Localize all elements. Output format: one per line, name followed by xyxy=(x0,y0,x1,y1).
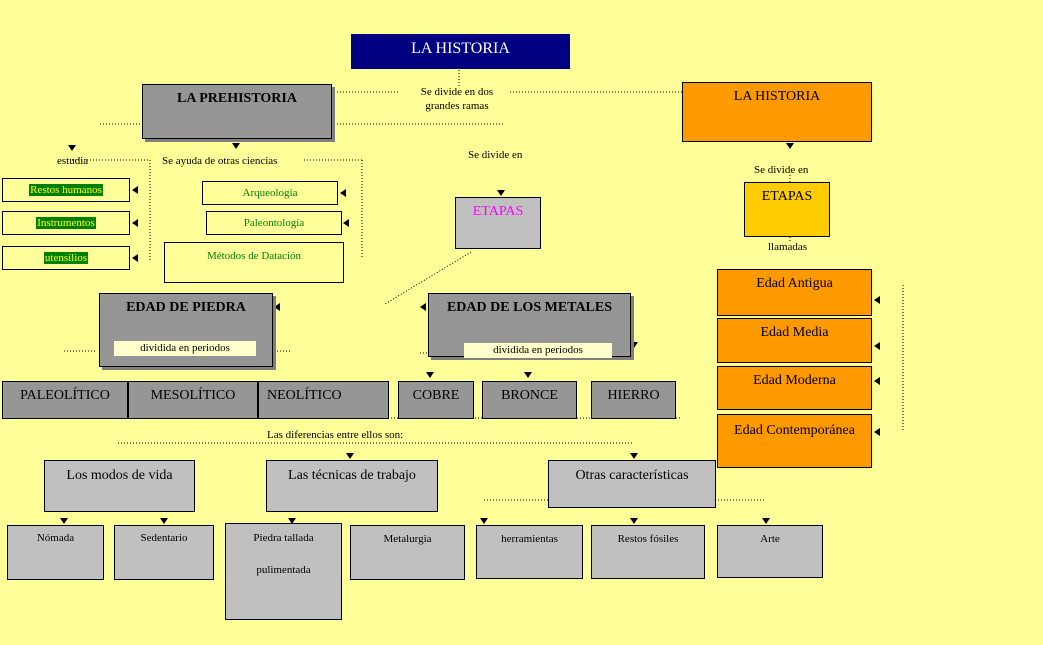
title-box: LA HISTORIA xyxy=(351,34,570,69)
arrow-left-icon xyxy=(343,219,349,227)
arrow-down-icon xyxy=(630,453,638,459)
item-pulimentada-label: pulimentada xyxy=(256,564,311,576)
periodo-hierro: HIERRO xyxy=(591,381,676,419)
estudia-item-label: Restos humanos xyxy=(29,184,103,196)
estudia-item-utensilios: utensilios xyxy=(2,246,130,270)
edad-antigua-box: Edad Antigua xyxy=(717,269,872,316)
prehistoria-etapas-box: ETAPAS xyxy=(455,197,541,249)
historia-etapas-box: ETAPAS xyxy=(744,182,830,237)
arrow-down-icon xyxy=(497,190,505,196)
arrow-left-icon xyxy=(874,428,880,436)
arrow-down-icon xyxy=(346,453,354,459)
historia-divide-label: Se divide en xyxy=(754,164,809,176)
arrow-left-icon xyxy=(874,296,880,304)
ciencia-arqueologia: Arqueología xyxy=(202,181,338,205)
item-herramientas: herramientas xyxy=(476,525,583,579)
item-nomada: Nómada xyxy=(7,525,104,580)
estudia-item-label: utensilios xyxy=(43,252,89,264)
otras-caracteristicas-box: Otras características xyxy=(548,460,716,508)
edad-moderna-box: Edad Moderna xyxy=(717,366,872,410)
arrow-left-icon xyxy=(274,303,280,311)
edad-piedra-subtitle: dividida en periodos xyxy=(114,341,256,356)
arrow-down-icon xyxy=(630,342,638,348)
item-restos-fosiles: Restos fósiles xyxy=(591,525,705,579)
arrow-down-icon xyxy=(160,518,168,524)
arrow-left-icon xyxy=(420,303,426,311)
arrow-down-icon xyxy=(524,372,532,378)
historia-box: LA HISTORIA xyxy=(682,82,872,142)
estudia-item-restos: Restos humanos xyxy=(2,178,130,202)
arrow-left-icon xyxy=(132,186,138,194)
arrow-left-icon xyxy=(874,377,880,385)
arrow-down-icon xyxy=(762,518,770,524)
ciencia-paleontologia: Paleontología xyxy=(206,211,342,235)
prehistoria-divide-label: Se divide en xyxy=(468,149,523,161)
estudia-label: estudia xyxy=(57,155,89,167)
arrow-left-icon xyxy=(132,219,138,227)
arrow-left-icon xyxy=(874,342,880,350)
arrow-down-icon xyxy=(232,143,240,149)
edad-piedra-title: EDAD DE PIEDRA xyxy=(126,300,246,315)
periodo-bronce: BRONCE xyxy=(482,381,577,419)
ciencias-label: Se ayuda de otras ciencias xyxy=(162,155,278,167)
periodo-cobre: COBRE xyxy=(398,381,474,419)
item-sedentario: Sedentario xyxy=(114,525,214,580)
periodo-mesolitico: MESOLÍTICO xyxy=(128,381,258,419)
item-piedra-tallada-label: Piedra tallada xyxy=(253,532,314,544)
connector-main-label: Se divide en dos grandes ramas xyxy=(420,86,494,112)
estudia-item-instrumentos: Instrumentos xyxy=(2,211,130,235)
item-metalurgia: Metalurgia xyxy=(350,525,465,580)
ciencia-metodos-datacion: Métodos de Datación xyxy=(164,242,344,283)
diferencias-label: Las diferencias entre ellos son: xyxy=(267,429,404,441)
edad-media-box: Edad Media xyxy=(717,318,872,363)
periodo-paleolitico: PALEOLÍTICO xyxy=(2,381,128,419)
tecnicas-trabajo-box: Las técnicas de trabajo xyxy=(266,460,438,512)
arrow-down-icon xyxy=(68,145,76,151)
edad-metales-title: EDAD DE LOS METALES xyxy=(446,300,613,315)
arrow-down-icon xyxy=(630,518,638,524)
modos-vida-box: Los modos de vida xyxy=(44,460,195,512)
llamadas-label: llamadas xyxy=(768,241,808,253)
item-arte: Arte xyxy=(717,525,823,578)
arrow-down-icon xyxy=(288,518,296,524)
prehistoria-box: LA PREHISTORIA xyxy=(142,84,332,139)
arrow-left-icon xyxy=(132,254,138,262)
estudia-item-label: Instrumentos xyxy=(36,217,96,229)
arrow-down-icon xyxy=(426,372,434,378)
edad-contemporanea-box: Edad Contemporánea xyxy=(717,414,872,468)
arrow-left-icon xyxy=(340,189,346,197)
periodo-neolitico: NEOLÍTICO xyxy=(258,381,389,419)
arrow-down-icon xyxy=(60,518,68,524)
edad-metales-subtitle: dividida en periodos xyxy=(464,343,612,358)
arrow-down-icon xyxy=(480,518,488,524)
arrow-down-icon xyxy=(786,143,794,149)
item-piedra-tallada: Piedra tallada pulimentada xyxy=(225,523,342,620)
